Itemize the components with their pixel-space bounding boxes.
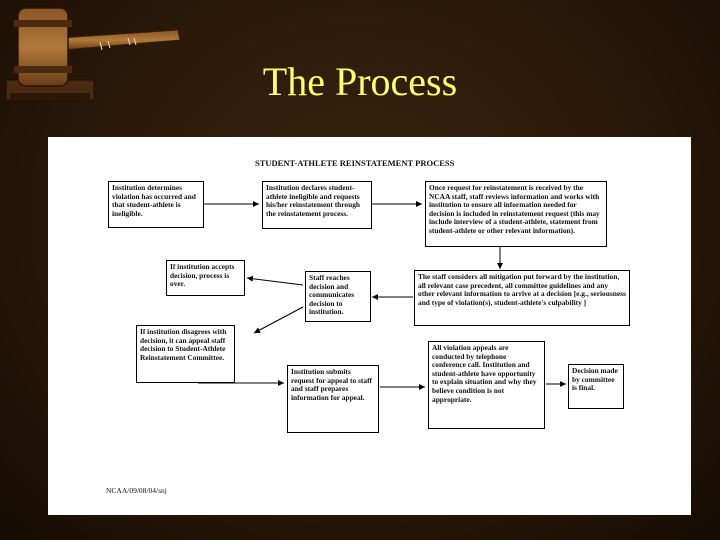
step-staff-reviews: Once request for reinstatement is receiv… [425, 181, 607, 247]
step-appeal-option: If institution disagrees with decision, … [136, 325, 235, 383]
step-determine-violation: Institution determines violation has occ… [108, 181, 204, 228]
document-title: STUDENT-ATHLETE REINSTATEMENT PROCESS [255, 158, 455, 168]
step-staff-considers: The staff considers all mitigation put f… [414, 270, 630, 326]
flowchart-document: STUDENT-ATHLETE REINSTATEMENT PROCESS In… [48, 137, 691, 515]
gavel-icon [5, 7, 181, 101]
document-footer: NCAA/09/08/04/snj [106, 486, 167, 495]
step-committee-final: Decision made by committee is final. [568, 364, 624, 409]
step-telephone-appeal: All violation appeals are conducted by t… [428, 341, 545, 429]
slide-title: The Process [262, 59, 458, 104]
step-declare-ineligible: Institution declares student-athlete ine… [262, 181, 372, 229]
flow-arrows [198, 201, 566, 390]
arrow-b5-b4 [246, 275, 304, 286]
step-staff-decision: Staff reaches decision and communicates … [305, 271, 371, 322]
step-submit-appeal: Institution submits request for appeal t… [287, 365, 379, 433]
step-accepts-decision: If institution accepts decision, process… [166, 260, 245, 296]
arrow-b5-b7 [253, 306, 304, 334]
